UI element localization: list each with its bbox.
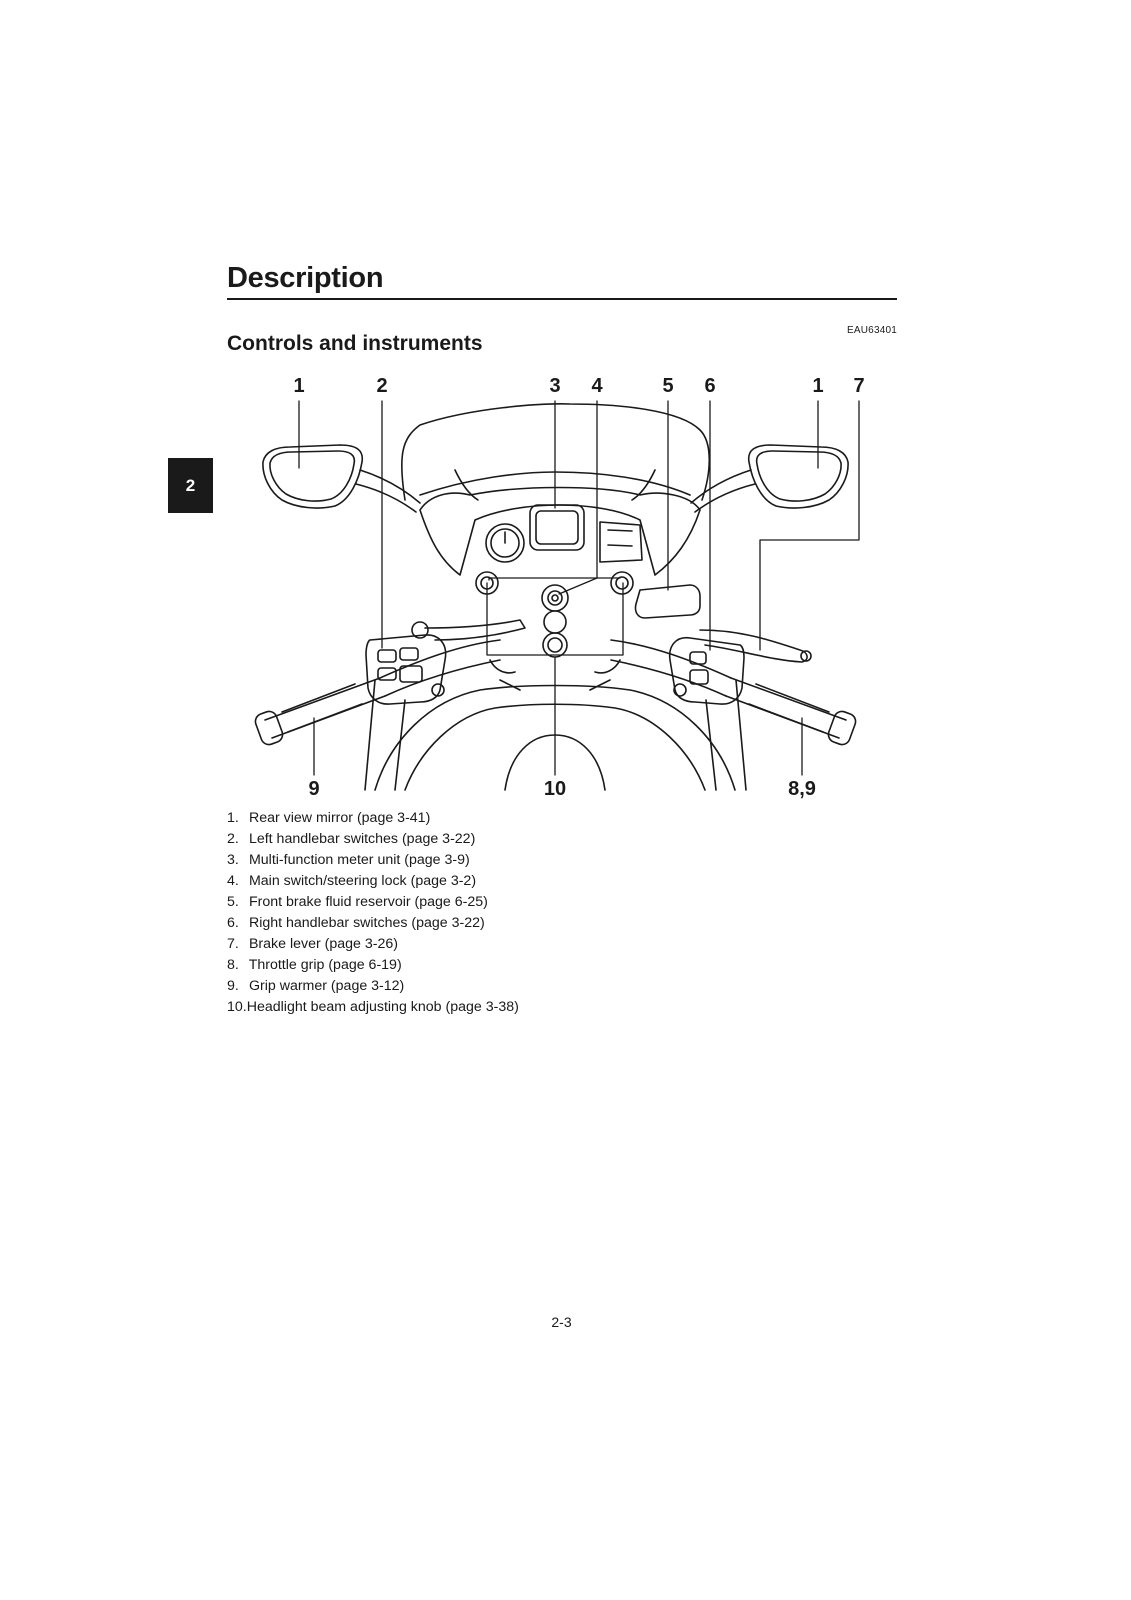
chapter-tab: 2	[168, 458, 213, 513]
clutch-lever	[424, 619, 526, 641]
legend-item: 7. Brake lever (page 3-26)	[227, 936, 398, 952]
fairing-left-mirror-mount	[454, 469, 479, 501]
left-mirror-stem-2	[355, 483, 417, 513]
left-switch-housing	[365, 634, 447, 705]
left-grip	[281, 683, 363, 733]
steering-head-nut	[543, 610, 567, 634]
legend-item: 5. Front brake fluid reservoir (page 6-2…	[227, 894, 488, 910]
brake-lever	[699, 629, 808, 663]
callout-top-5: 5	[662, 375, 673, 397]
callout-top-6: 6	[704, 375, 715, 397]
title-divider	[227, 298, 897, 300]
right-grip-end	[827, 710, 857, 746]
left-mirror-glass	[269, 450, 356, 502]
callout-bottom-10: 10	[544, 778, 566, 800]
meter-lcd	[529, 504, 585, 551]
legend-item: 4. Main switch/steering lock (page 3-2)	[227, 873, 477, 889]
tachometer	[485, 523, 525, 563]
section-subtitle: Controls and instruments	[227, 332, 483, 355]
meter-right-panel	[599, 521, 643, 563]
right-fork-cap	[610, 571, 634, 595]
legend-item: 1. Rear view mirror (page 3-41)	[227, 810, 431, 826]
fairing-right-mirror-mount	[631, 469, 656, 501]
left-handlebar	[264, 677, 386, 739]
callout-top-3: 3	[549, 375, 560, 397]
right-handlebar	[725, 677, 847, 739]
frame-left	[364, 679, 406, 791]
figure-legend: 1. Rear view mirror (page 3-41) 2. Left …	[227, 808, 519, 1018]
left-mirror-stem	[359, 469, 421, 504]
windscreen	[400, 403, 711, 501]
left-grip-end	[254, 710, 284, 746]
legend-item: 9. Grip warmer (page 3-12)	[227, 978, 405, 994]
right-switch-housing	[668, 636, 745, 705]
legend-item: 6. Right handlebar switches (page 3-22)	[227, 915, 485, 931]
page-title: Description	[227, 262, 384, 294]
callout-bottom-9: 9	[308, 778, 319, 800]
callout-top-7: 7	[853, 375, 864, 397]
right-mirror-stem-2	[694, 483, 756, 513]
legend-item: 2. Left handlebar switches (page 3-22)	[227, 831, 476, 847]
callout-top-1: 1	[293, 375, 304, 397]
leader-lines	[298, 400, 860, 776]
right-mirror-glass	[755, 450, 842, 502]
legend-item: 10.Headlight beam adjusting knob (page 3…	[227, 999, 519, 1015]
legend-item: 8. Throttle grip (page 6-19)	[227, 957, 402, 973]
fairing	[419, 486, 701, 576]
right-mirror-stem	[690, 469, 752, 504]
callout-top-2: 2	[376, 375, 387, 397]
brake-fluid-reservoir	[634, 584, 701, 619]
handlebar-illustration: 1 2 3 4 5 6 1 7 9 10 8,9	[254, 375, 865, 800]
left-mirror	[262, 444, 364, 509]
page-number: 2-3	[551, 1314, 572, 1330]
main-switch	[541, 584, 569, 612]
right-mirror	[747, 444, 849, 509]
callout-top-4: 4	[591, 375, 603, 397]
right-grip	[748, 683, 830, 733]
section-code: EAU63401	[847, 325, 897, 336]
callout-top-1b: 1	[812, 375, 823, 397]
callout-bottom-8-9: 8,9	[788, 778, 816, 800]
legend-item: 3. Multi-function meter unit (page 3-9)	[227, 852, 470, 868]
frame-right	[705, 679, 747, 791]
headlight-beam-knob	[542, 632, 568, 658]
